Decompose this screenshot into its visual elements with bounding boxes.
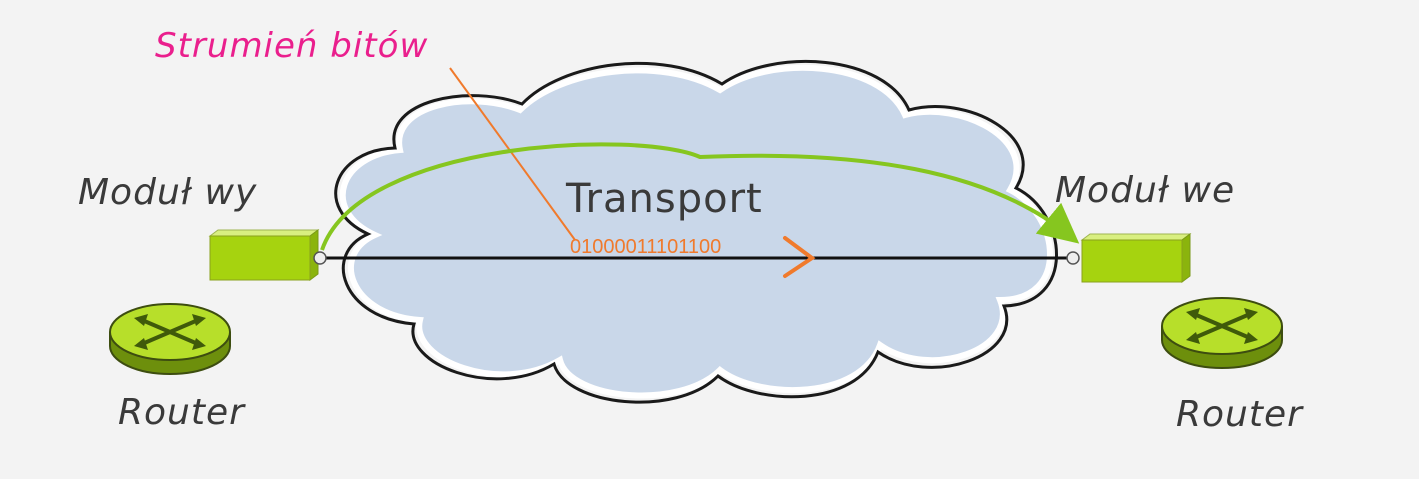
stream-leader-line [449,67,576,241]
router-right-label: Router [1176,394,1303,435]
router-icon [1161,297,1283,369]
router-icon [109,303,231,375]
output-port-icon [313,251,327,265]
router-left-label: Router [118,392,245,433]
bit-stream-value: 01000011101100 [570,236,722,258]
stream-arrow-icon [783,236,816,278]
input-module [1066,233,1192,283]
transport-label: Transport [566,176,763,222]
output-module [208,229,327,281]
green-arc-arrow-icon [320,142,1080,251]
cloud-icon [334,60,1058,404]
output-module-label: Moduł wy [78,172,258,213]
input-module-label: Moduł we [1055,170,1236,211]
input-port-icon [1066,251,1080,265]
stream-label: Strumień bitów [155,26,429,66]
